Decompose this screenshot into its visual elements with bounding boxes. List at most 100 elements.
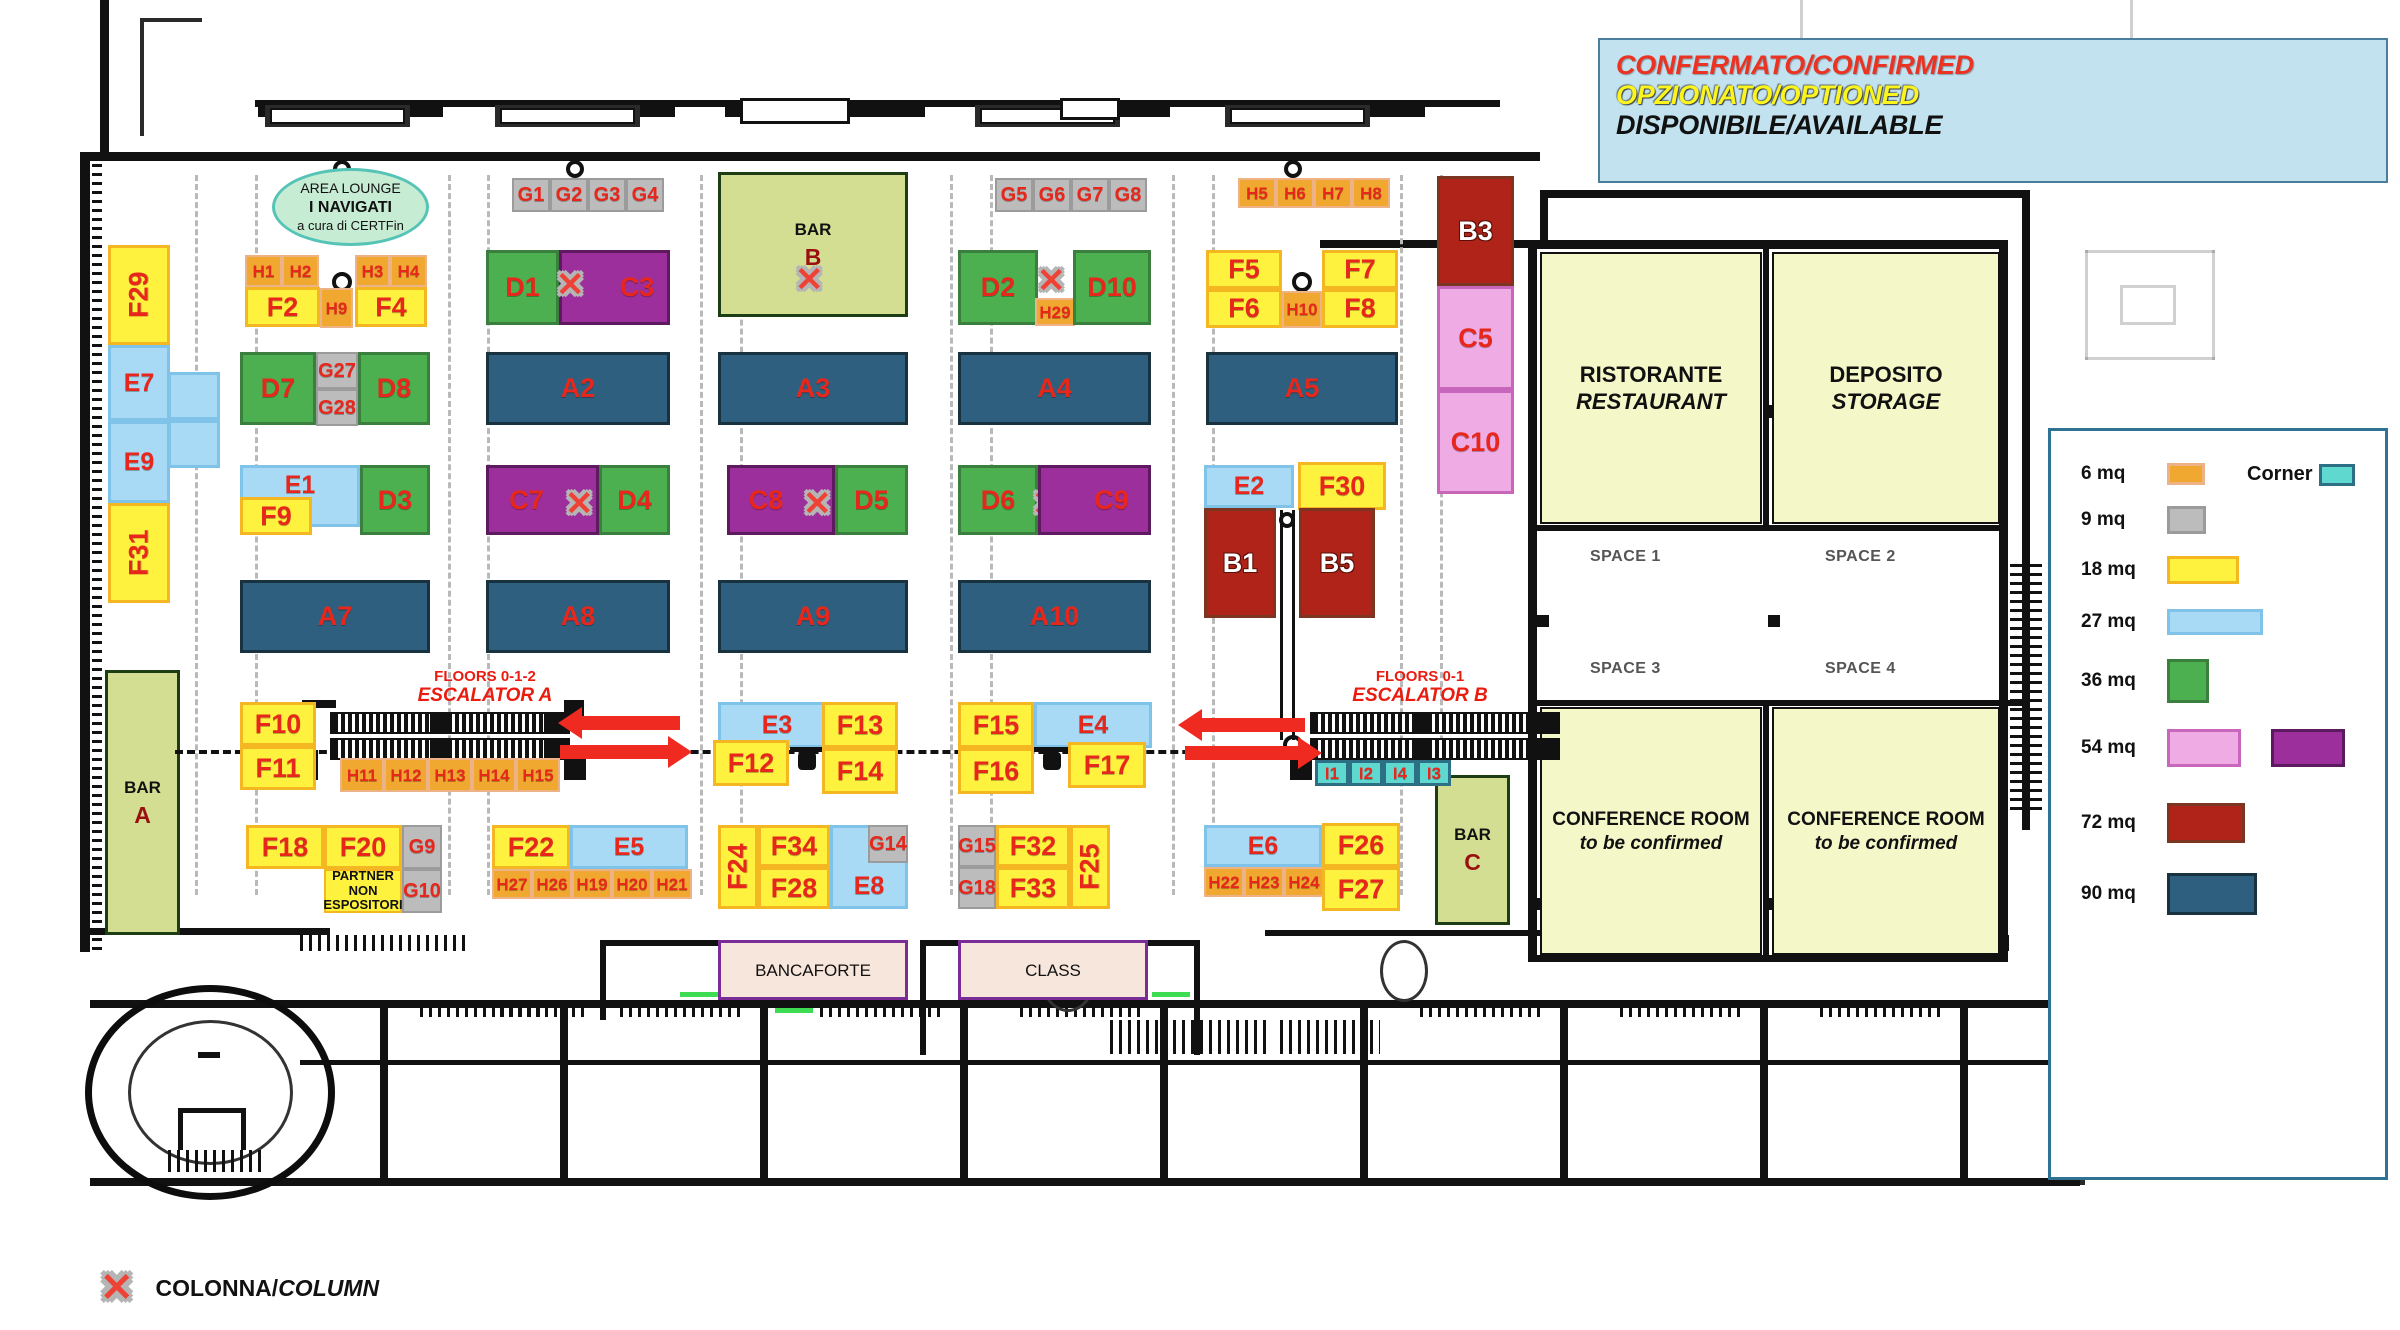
booth-A7[interactable]: A7 [240, 580, 430, 653]
booth-F7[interactable]: F7 [1322, 250, 1398, 289]
booth-G7[interactable]: G7 [1071, 178, 1109, 212]
booth-H23[interactable]: H23 [1244, 867, 1284, 897]
booth-E7-ext[interactable] [168, 372, 220, 420]
booth-F31[interactable]: F31 [108, 503, 170, 603]
booth-G14[interactable]: G14 [868, 825, 908, 863]
booth-G1[interactable]: G1 [512, 178, 550, 212]
booth-D10[interactable]: D10 [1073, 250, 1151, 325]
booth-F18[interactable]: F18 [246, 825, 324, 869]
booth-F33[interactable]: F33 [996, 867, 1070, 909]
booth-H11[interactable]: H11 [340, 758, 384, 792]
bar-B[interactable]: BAR B [718, 172, 908, 317]
booth-G18[interactable]: G18 [958, 867, 996, 909]
booth-C10[interactable]: C10 [1437, 390, 1514, 494]
booth-F29[interactable]: F29 [108, 245, 170, 345]
booth-F4[interactable]: F4 [355, 287, 427, 327]
booth-F34[interactable]: F34 [758, 825, 830, 867]
booth-H14[interactable]: H14 [472, 758, 516, 792]
booth-F30[interactable]: F30 [1298, 462, 1386, 510]
booth-G4[interactable]: G4 [626, 178, 664, 212]
booth-A9[interactable]: A9 [718, 580, 908, 653]
booth-H9[interactable]: H9 [320, 288, 353, 328]
booth-G6[interactable]: G6 [1033, 178, 1071, 212]
booth-F32[interactable]: F32 [996, 825, 1070, 867]
booth-H10[interactable]: H10 [1282, 291, 1322, 328]
booth-H5[interactable]: H5 [1238, 178, 1276, 208]
sponsor-box-class[interactable]: CLASS [958, 940, 1148, 1000]
booth-H29[interactable]: H29 [1035, 298, 1075, 326]
room-conference-1[interactable]: CONFERENCE ROOM to be confirmed [1540, 707, 1762, 955]
booth-I2[interactable]: I2 [1349, 760, 1383, 786]
booth-F15[interactable]: F15 [958, 702, 1034, 748]
booth-A10[interactable]: A10 [958, 580, 1151, 653]
booth-E2[interactable]: E2 [1204, 465, 1294, 508]
booth-G8[interactable]: G8 [1109, 178, 1147, 212]
booth-E6[interactable]: E6 [1204, 825, 1322, 867]
booth-A2[interactable]: A2 [486, 352, 670, 425]
booth-F22[interactable]: F22 [492, 825, 570, 869]
booth-F13[interactable]: F13 [822, 702, 898, 748]
booth-F28[interactable]: F28 [758, 867, 830, 909]
booth-C8[interactable]: C8 [727, 465, 835, 535]
booth-F5[interactable]: F5 [1206, 250, 1282, 289]
booth-F12[interactable]: F12 [713, 740, 789, 786]
booth-C5[interactable]: C5 [1437, 286, 1514, 390]
booth-F24[interactable]: F24 [718, 825, 758, 909]
booth-B3[interactable]: B3 [1437, 176, 1514, 286]
booth-H1[interactable]: H1 [245, 255, 282, 287]
booth-B1[interactable]: B1 [1204, 508, 1276, 618]
booth-F16[interactable]: F16 [958, 748, 1034, 794]
booth-G27[interactable]: G27 [316, 352, 358, 389]
sponsor-box-bancaforte[interactable]: BANCAFORTE [718, 940, 908, 1000]
booth-H8[interactable]: H8 [1352, 178, 1390, 208]
booth-B5[interactable]: B5 [1299, 508, 1375, 618]
booth-H19[interactable]: H19 [572, 869, 612, 899]
booth-E8[interactable]: E8 [830, 825, 908, 909]
booth-F8[interactable]: F8 [1322, 289, 1398, 328]
booth-A4[interactable]: A4 [958, 352, 1151, 425]
booth-G5[interactable]: G5 [995, 178, 1033, 212]
booth-A3[interactable]: A3 [718, 352, 908, 425]
booth-F25[interactable]: F25 [1070, 825, 1110, 909]
booth-G28[interactable]: G28 [316, 389, 358, 426]
booth-H15[interactable]: H15 [516, 758, 560, 792]
booth-H2[interactable]: H2 [282, 255, 319, 287]
booth-F27[interactable]: F27 [1322, 867, 1400, 911]
booth-H3[interactable]: H3 [355, 255, 390, 287]
booth-D7[interactable]: D7 [240, 352, 316, 425]
area-lounge[interactable]: AREA LOUNGE I NAVIGATI a cura di CERTFin [272, 168, 429, 246]
booth-H7[interactable]: H7 [1314, 178, 1352, 208]
booth-F10[interactable]: F10 [240, 702, 316, 746]
booth-E9-ext[interactable] [168, 420, 220, 468]
booth-I3[interactable]: I3 [1417, 760, 1451, 786]
booth-H27[interactable]: H27 [492, 869, 532, 899]
booth-E4[interactable]: E4 [1034, 702, 1152, 748]
booth-C7[interactable]: C7 [486, 465, 599, 535]
booth-I1[interactable]: I1 [1315, 760, 1349, 786]
booth-H21[interactable]: H21 [652, 869, 692, 899]
booth-H13[interactable]: H13 [428, 758, 472, 792]
booth-E7[interactable]: E7 [108, 345, 170, 421]
bar-C[interactable]: BAR C [1435, 775, 1510, 925]
booth-H6[interactable]: H6 [1276, 178, 1314, 208]
booth-D6[interactable]: D6 [958, 465, 1038, 535]
booth-C3[interactable]: C3 [559, 250, 670, 325]
booth-F11[interactable]: F11 [240, 746, 316, 790]
booth-H22[interactable]: H22 [1204, 867, 1244, 897]
booth-D3[interactable]: D3 [360, 465, 430, 535]
booth-H24[interactable]: H24 [1284, 867, 1324, 897]
booth-H12[interactable]: H12 [384, 758, 428, 792]
booth-F9[interactable]: F9 [240, 497, 312, 535]
booth-A8[interactable]: A8 [486, 580, 670, 653]
booth-E5[interactable]: E5 [570, 825, 688, 869]
booth-G15[interactable]: G15 [958, 825, 996, 867]
booth-D4[interactable]: D4 [599, 465, 670, 535]
booth-F14[interactable]: F14 [822, 748, 898, 794]
room-ristorante[interactable]: RISTORANTE RESTAURANT [1540, 252, 1762, 524]
booth-E9[interactable]: E9 [108, 421, 170, 503]
booth-D1[interactable]: D1 [486, 250, 559, 325]
booth-F20[interactable]: F20 [324, 825, 402, 869]
booth-G9[interactable]: G9 [402, 825, 442, 869]
booth-D8[interactable]: D8 [358, 352, 430, 425]
booth-F2[interactable]: F2 [245, 287, 320, 327]
